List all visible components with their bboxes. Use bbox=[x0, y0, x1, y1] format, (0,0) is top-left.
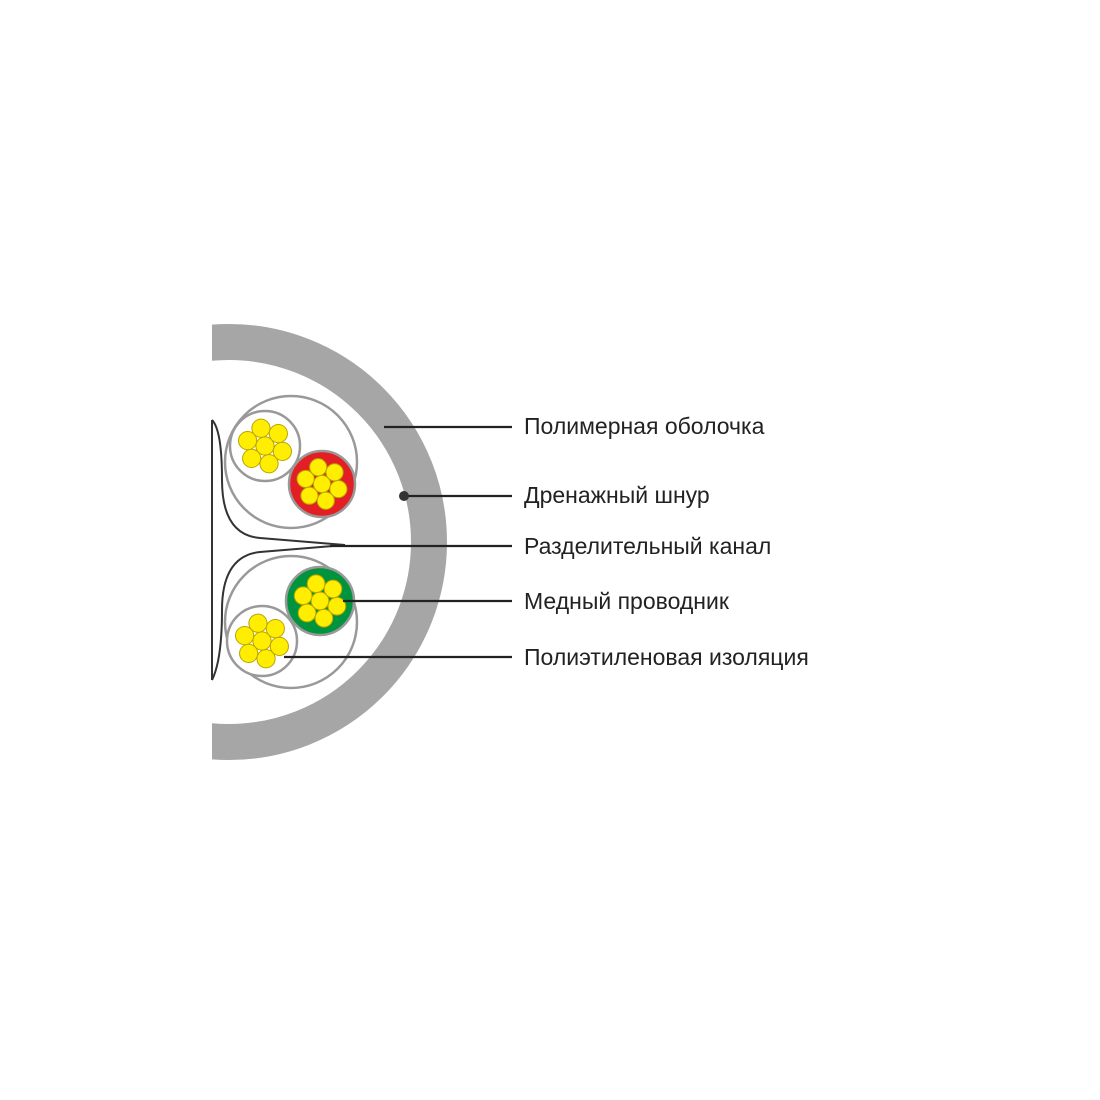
copper-strand bbox=[316, 491, 335, 510]
label-pe-insulation: Полиэтиленовая изоляция bbox=[524, 644, 809, 670]
copper-strand bbox=[242, 448, 262, 468]
copper-strand bbox=[259, 454, 279, 474]
copper-strand bbox=[265, 619, 285, 639]
copper-strand bbox=[256, 649, 276, 669]
copper-strand bbox=[300, 486, 319, 505]
label-drain-wire: Дренажный шнур bbox=[524, 482, 710, 508]
copper-strand bbox=[297, 603, 317, 623]
copper-strand bbox=[296, 469, 315, 489]
copper-strand bbox=[238, 431, 258, 451]
label-copper-conductor: Медный проводник bbox=[524, 588, 729, 614]
polymer-sheath bbox=[212, 324, 447, 760]
copper-strand bbox=[323, 579, 343, 599]
copper-strand bbox=[325, 463, 344, 482]
copper-strand bbox=[235, 626, 255, 646]
separator-channel bbox=[211, 419, 346, 681]
copper-strand bbox=[239, 643, 259, 663]
drain-wire bbox=[399, 491, 409, 501]
copper-strand bbox=[251, 418, 271, 438]
copper-strand bbox=[268, 424, 288, 444]
copper-strand bbox=[306, 574, 326, 594]
copper-strand bbox=[314, 608, 334, 628]
label-separator-channel: Разделительный канал bbox=[524, 533, 772, 559]
copper-strand bbox=[248, 613, 268, 633]
label-polymer-sheath: Полимерная оболочка bbox=[524, 413, 765, 439]
copper-strand bbox=[293, 586, 313, 606]
copper-strand bbox=[309, 458, 328, 477]
